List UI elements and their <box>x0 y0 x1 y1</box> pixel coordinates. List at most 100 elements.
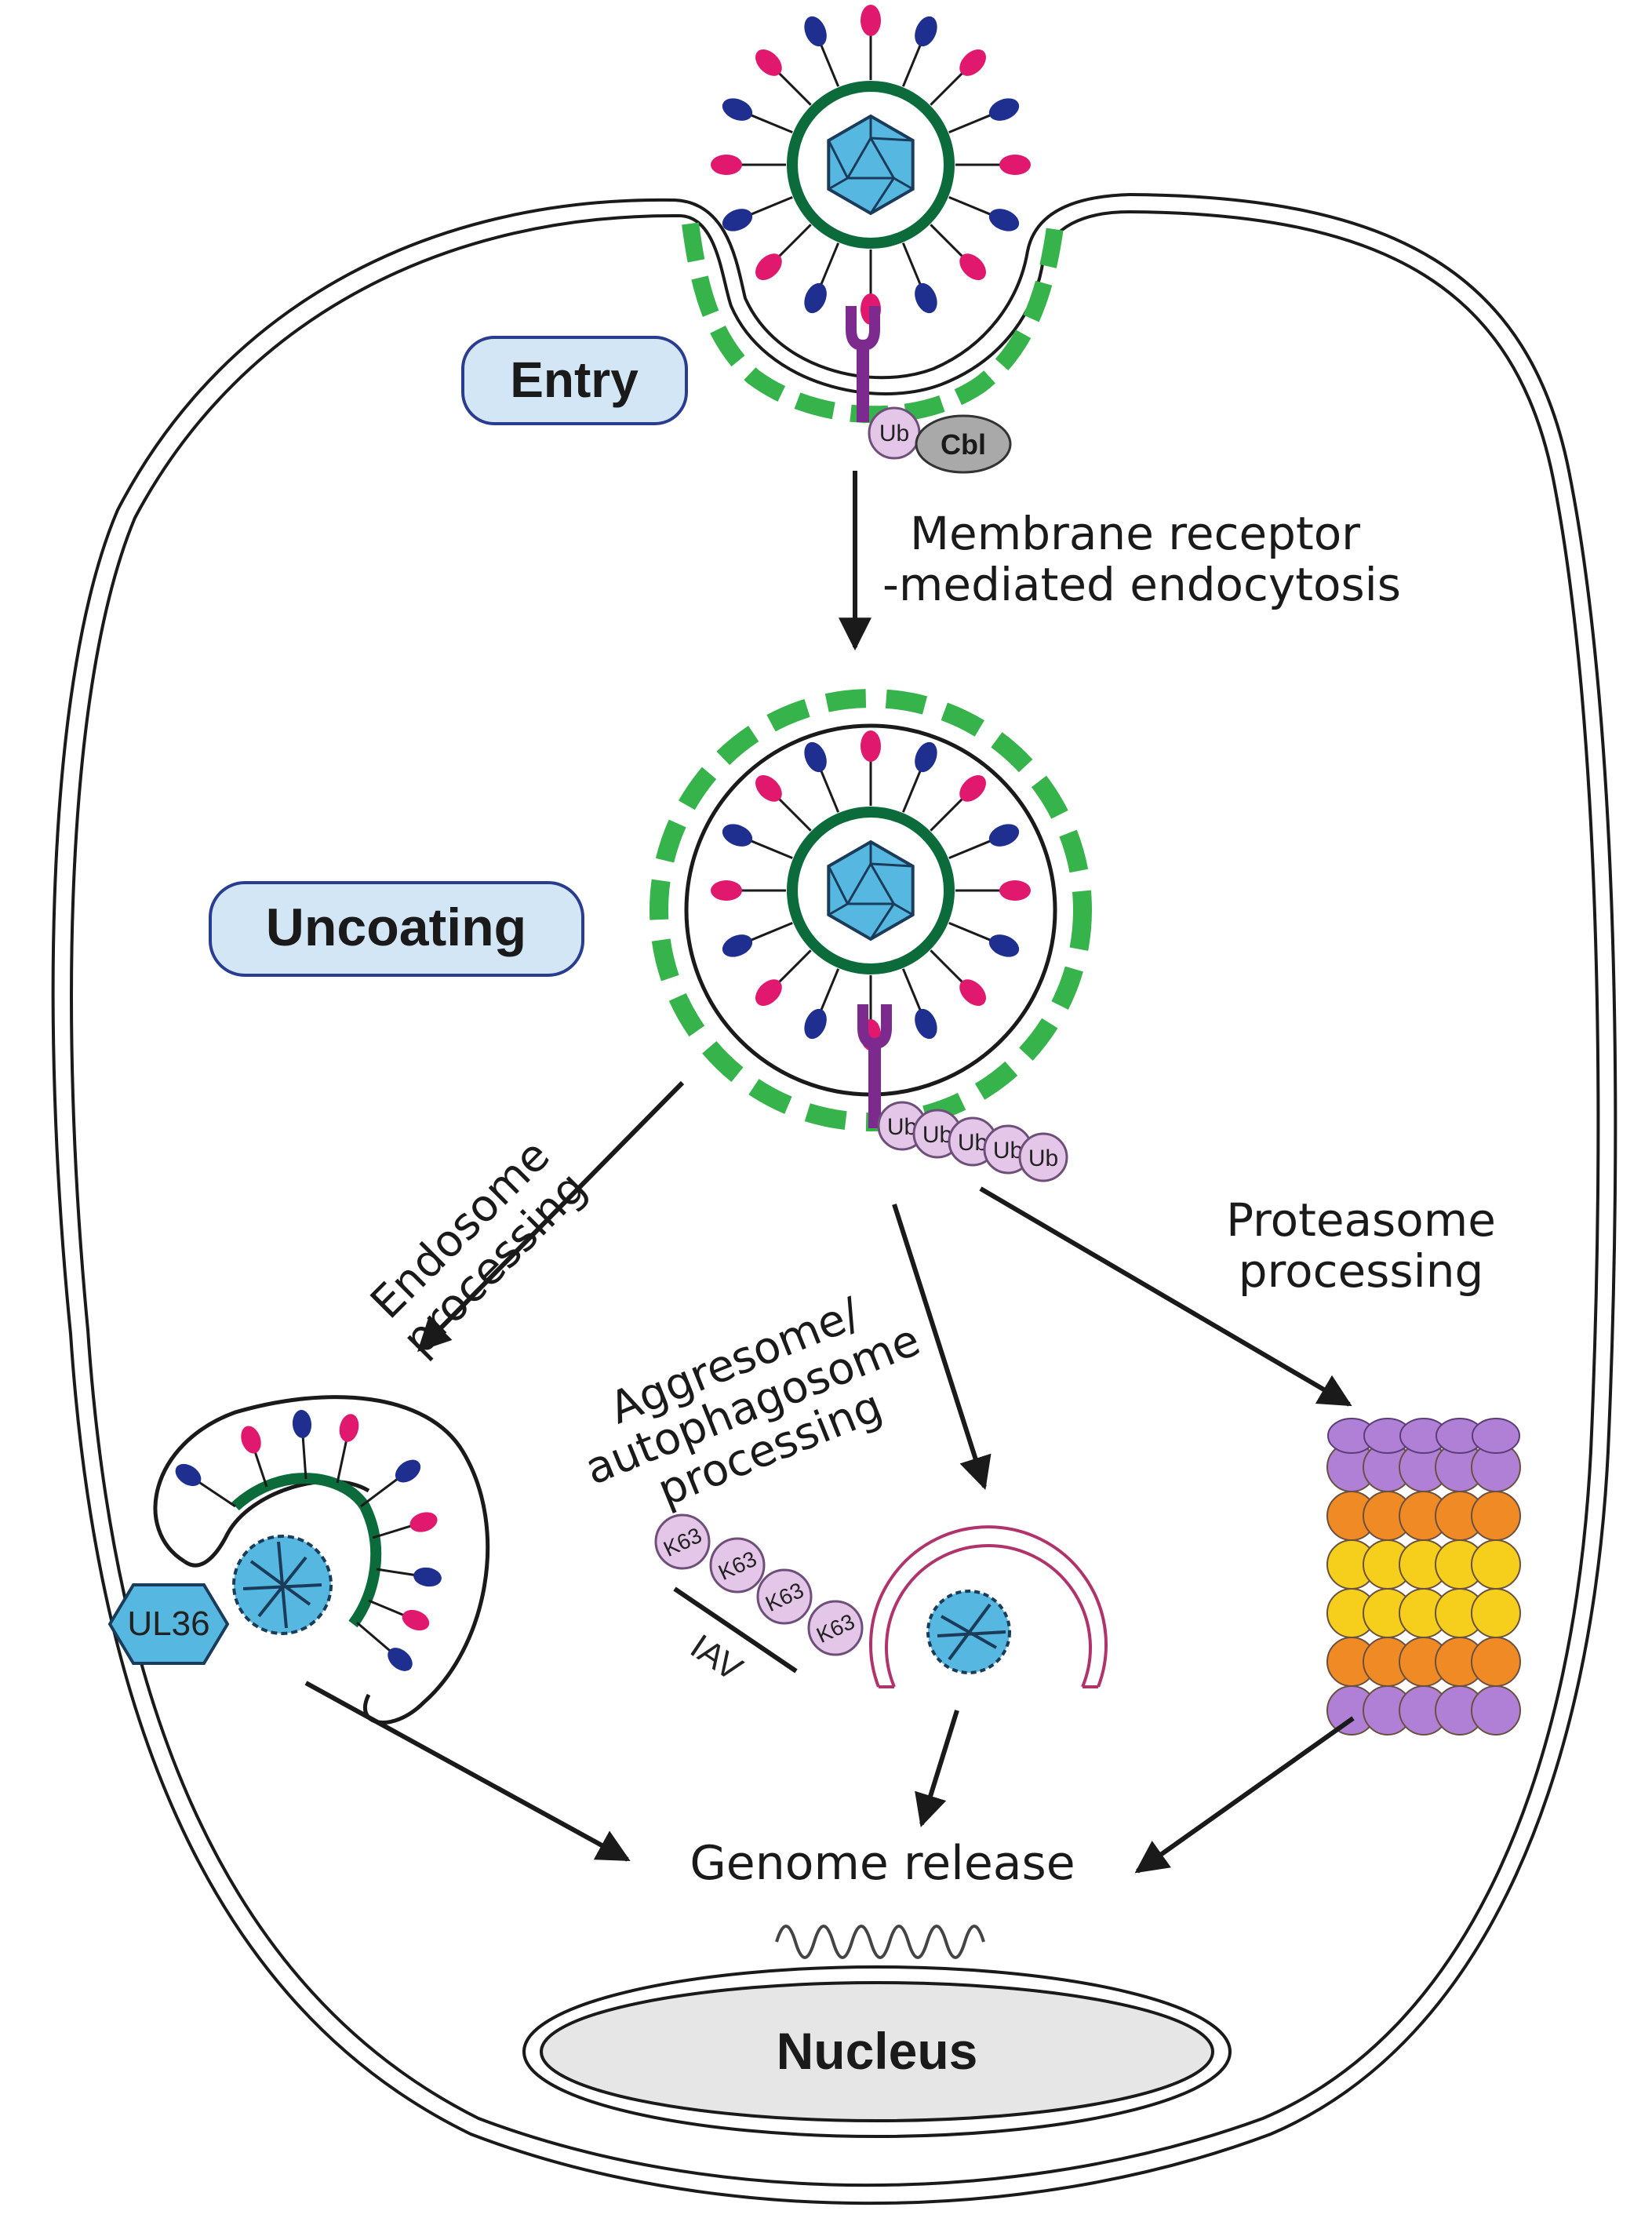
glycoprotein-stalk <box>775 69 812 106</box>
glycoprotein-stalk <box>775 795 812 832</box>
glycoprotein-head <box>999 880 1031 901</box>
autophagosome <box>869 1525 1108 1688</box>
glycoprotein-head <box>755 49 782 76</box>
proteasome-subunit <box>1471 1588 1521 1638</box>
proteasome-subunit <box>1471 1637 1521 1687</box>
glycoprotein-head <box>915 16 937 47</box>
endosome-processing-arrow <box>417 1080 685 1352</box>
glycoprotein-head <box>804 741 827 773</box>
k63-ubiquitin <box>807 1600 864 1656</box>
proteasome-subunit <box>1471 1685 1521 1736</box>
endosome-processing-label: Endosome processing <box>361 1130 596 1365</box>
glycoprotein-head <box>804 1008 827 1040</box>
iav-label: IAV <box>683 1627 749 1689</box>
glycoprotein-head <box>988 209 1020 231</box>
capsid-edge <box>828 177 849 191</box>
ub-entry: Ub <box>868 406 921 460</box>
glycoprotein-stalk <box>901 968 923 1014</box>
glycoprotein-head <box>413 1567 442 1587</box>
glycoprotein-head <box>175 1463 202 1487</box>
ubiquitin-label: Ub <box>958 1130 988 1156</box>
glycoprotein-head <box>999 155 1031 175</box>
ubiquitin-label: Ub <box>993 1138 1023 1164</box>
glycoprotein-head <box>988 934 1020 957</box>
glycoprotein-stalk <box>930 795 966 832</box>
proteasome-to-release-arrow <box>1134 1716 1355 1874</box>
genome-release-label: Genome release <box>690 1836 1075 1891</box>
uncoating-label: Uncoating <box>209 881 584 977</box>
glycoprotein-stalk <box>948 921 995 943</box>
glycoprotein-stalk <box>747 112 793 134</box>
svg-text:Membrane receptor: Membrane receptor <box>910 507 1360 560</box>
glycoprotein-stalk <box>775 224 812 260</box>
genome-strand <box>775 1925 985 1959</box>
glycoprotein-stalk <box>775 949 812 986</box>
glycoprotein-head <box>959 253 986 280</box>
capsid-facet <box>845 861 897 905</box>
glycoprotein-stalk <box>901 242 923 289</box>
aggresome-processing-label: Aggresome/ autophagosome processing <box>578 1288 927 1517</box>
glycoprotein-head <box>711 155 742 175</box>
k63-ubiquitin <box>709 1537 766 1593</box>
svg-text:IAV: IAV <box>683 1627 749 1689</box>
cell-membrane <box>51 193 1617 2205</box>
glycoprotein-stalk <box>930 69 966 106</box>
glycoprotein-stalk <box>901 767 923 813</box>
glycoprotein-head <box>915 741 937 773</box>
autophagosome-to-release-arrow <box>915 1710 959 1828</box>
ul36-protein: UL36 <box>107 1583 230 1665</box>
glycoprotein-head <box>959 775 986 802</box>
svg-text:Uncoating: Uncoating <box>266 898 526 957</box>
iav-line <box>673 1586 798 1674</box>
glycoprotein-head <box>388 1648 413 1671</box>
glycoprotein-head <box>292 1410 312 1438</box>
capsid-edge <box>893 177 914 191</box>
proteasome-processing-arrow <box>979 1186 1352 1407</box>
ubiquitin <box>1018 1132 1068 1182</box>
receptor-entry <box>846 306 880 422</box>
endosome-glycoproteins <box>175 1410 442 1671</box>
proteasome-subunit <box>1471 1491 1521 1541</box>
glycoprotein-head <box>915 282 937 314</box>
cbl-protein: Cbl <box>915 414 1012 474</box>
virion-endosome <box>711 730 1031 1051</box>
glycoprotein-head <box>339 1414 359 1442</box>
glycoprotein-head <box>722 824 753 847</box>
glycoprotein-head <box>755 253 782 280</box>
aggresome-processing-arrow <box>892 1204 992 1491</box>
k63-ubiquitin <box>654 1513 711 1570</box>
proteasome-cap-subunit <box>1472 1418 1520 1454</box>
glycoprotein-head <box>861 730 881 762</box>
glycoprotein-head <box>722 98 753 121</box>
capsid-in-autophagosome <box>926 1590 1011 1674</box>
glycoprotein-head <box>959 49 986 76</box>
clathrin-coat-entry <box>682 222 1064 424</box>
glycoprotein-head <box>804 282 827 314</box>
glycoprotein-head <box>395 1459 421 1483</box>
glycoprotein-head <box>409 1512 438 1532</box>
capsid-edge <box>827 140 849 179</box>
capsid-edge <box>828 902 849 916</box>
glycoprotein-stalk <box>948 112 995 134</box>
svg-text:Cbl: Cbl <box>941 428 986 461</box>
svg-text:Ub: Ub <box>879 421 909 446</box>
glycoprotein-head <box>861 5 881 36</box>
capsid-degrading-endosome <box>232 1535 333 1635</box>
entry-label: Entry <box>461 336 688 425</box>
capsid-facet <box>845 135 897 180</box>
svg-text:Nucleus: Nucleus <box>777 2022 978 2080</box>
endocytosis-label: Membrane receptor -mediated endocytosis <box>882 507 1401 611</box>
glycoprotein-stalk <box>901 41 923 87</box>
glycoprotein-stalk <box>818 968 840 1014</box>
receptor-endosome <box>857 1004 892 1128</box>
svg-text:UL36: UL36 <box>127 1604 209 1643</box>
glycoprotein-head <box>804 16 827 47</box>
capsid-edge <box>870 862 913 868</box>
glycoprotein-stalk <box>818 242 840 289</box>
ubiquitin-label: Ub <box>1028 1145 1058 1171</box>
ubiquitin-label: Ub <box>887 1114 917 1140</box>
glycoprotein-head <box>959 979 986 1006</box>
